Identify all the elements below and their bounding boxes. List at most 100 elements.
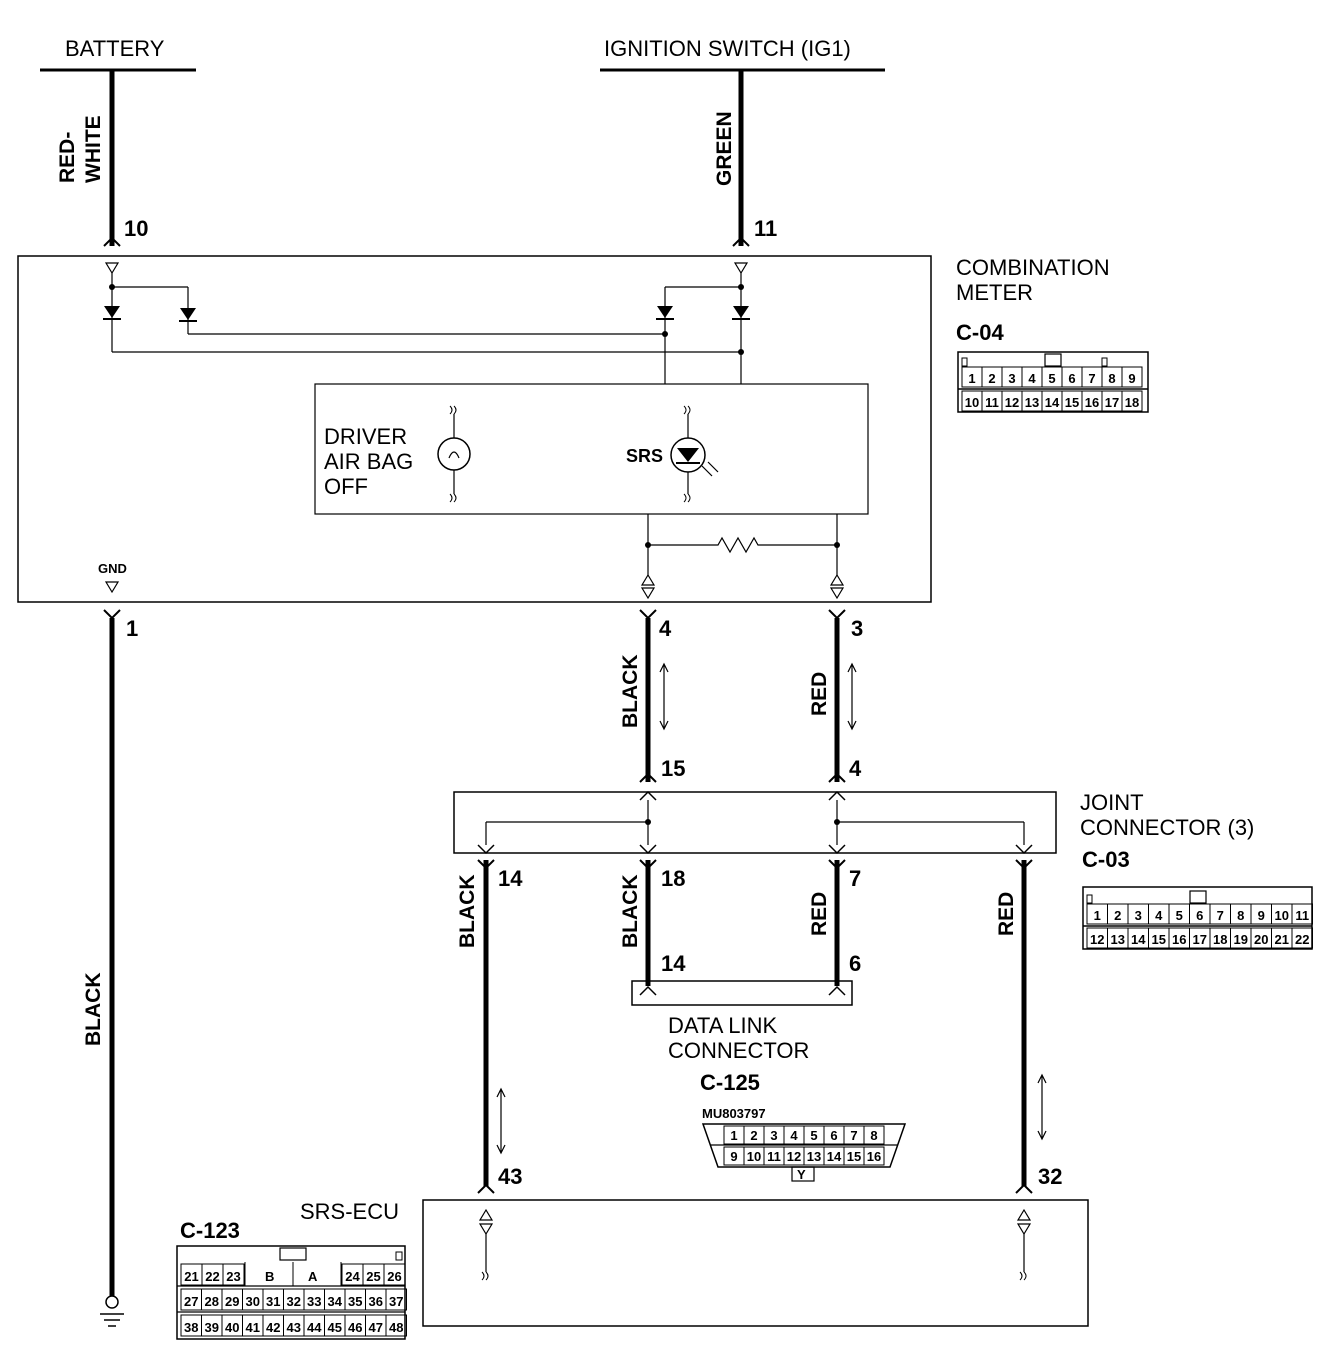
- wire-label-red: RED-: [56, 132, 79, 183]
- pin-joint-14: 14: [498, 866, 523, 891]
- c03-pin-3: 3: [1135, 908, 1142, 923]
- wire-label-red-3: RED: [995, 892, 1018, 936]
- bidirectional-arrow-icon: [496, 1087, 506, 1155]
- pin-joint-15: 15: [661, 756, 685, 781]
- wire-meter3-joint4: 3 4 RED: [808, 609, 863, 783]
- wire-label-black-3: BLACK: [619, 875, 642, 949]
- c123-pin-48: 48: [389, 1320, 403, 1335]
- pin-joint-4: 4: [849, 756, 862, 781]
- c03-pin-21: 21: [1275, 932, 1289, 947]
- combination-meter: COMBINATION METER C-04 DRIVER AIR BAG OF…: [17, 255, 1110, 603]
- ignition-source: IGNITION SWITCH (IG1): [600, 36, 885, 72]
- srs-ecu: SRS-ECU C-123: [180, 1199, 1089, 1327]
- c04-pin-7: 7: [1088, 371, 1095, 386]
- c123-pin-26: 26: [387, 1269, 401, 1284]
- c125-pin-3: 3: [770, 1128, 777, 1143]
- c125-pin-1: 1: [730, 1128, 737, 1143]
- c04-pin-12: 12: [1005, 395, 1019, 410]
- wire-meter4-joint15: 4 15 BLACK: [619, 609, 685, 783]
- c03-pin-9: 9: [1258, 908, 1265, 923]
- battery-source: BATTERY: [40, 36, 196, 72]
- wire-ignition: GREEN 11: [713, 70, 777, 247]
- dlc-title-2: CONNECTOR: [668, 1038, 809, 1063]
- srs-ecu-title: SRS-ECU: [300, 1199, 399, 1224]
- c123-pin-29: 29: [225, 1294, 239, 1309]
- srs-ecu-code: C-123: [180, 1218, 240, 1243]
- c123-pin-46: 46: [348, 1320, 362, 1335]
- c123-cell: [385, 1314, 407, 1337]
- wire-label-black-1: BLACK: [619, 655, 642, 729]
- c04-pin-8: 8: [1108, 371, 1115, 386]
- combination-meter-code: C-04: [956, 320, 1004, 345]
- c03-pin-10: 10: [1275, 908, 1289, 923]
- wire-label-black-2: BLACK: [456, 875, 479, 949]
- c123-pin-40: 40: [225, 1320, 239, 1335]
- wire-label-green: GREEN: [713, 111, 736, 186]
- c03-pin-17: 17: [1193, 932, 1207, 947]
- c03-pin-2: 2: [1114, 908, 1121, 923]
- c123-pin-33: 33: [307, 1294, 321, 1309]
- battery-label: BATTERY: [65, 36, 165, 61]
- pin-meter-4: 4: [659, 616, 672, 641]
- pin-dlc-6: 6: [849, 951, 861, 976]
- c123-cell: [383, 1263, 406, 1286]
- c03-pin-4: 4: [1155, 908, 1163, 923]
- c123-pin-34: 34: [328, 1294, 343, 1309]
- wire-joint14-ecu43: 14 43 BLACK: [456, 859, 523, 1194]
- c03-cell: [1291, 903, 1313, 925]
- c03-pin-13: 13: [1111, 932, 1125, 947]
- srs-label: SRS: [626, 446, 663, 466]
- c123-pin-47: 47: [369, 1320, 383, 1335]
- c125-pin-2: 2: [750, 1128, 757, 1143]
- c04-pin-4: 4: [1028, 371, 1036, 386]
- ignition-label: IGNITION SWITCH (IG1): [604, 36, 851, 61]
- wire-label-red-2: RED: [808, 892, 831, 936]
- joint-connector-code: C-03: [1082, 847, 1130, 872]
- gnd-label: GND: [98, 561, 127, 576]
- c125-pin-14: 14: [827, 1149, 842, 1164]
- c123-pin-43: 43: [287, 1320, 301, 1335]
- c04-pin-5: 5: [1048, 371, 1055, 386]
- wire-joint7-dlc6: 7 6 RED: [808, 859, 861, 986]
- c123-pin-21: 21: [184, 1269, 198, 1284]
- c123-pin-23: 23: [226, 1269, 240, 1284]
- wire-label-gnd: BLACK: [82, 973, 105, 1047]
- dlc-key-label: Y: [797, 1167, 806, 1182]
- combination-meter-title-2: METER: [956, 280, 1033, 305]
- c123-pin-30: 30: [246, 1294, 260, 1309]
- c123-pin-37: 37: [389, 1294, 403, 1309]
- c125-cell: [863, 1146, 885, 1166]
- c03-pin-8: 8: [1237, 908, 1244, 923]
- joint-connector: JOINT CONNECTOR (3) C-03: [453, 790, 1254, 872]
- wire-gnd: 1 BLACK: [82, 609, 138, 1327]
- wire-label-white: WHITE: [82, 115, 105, 183]
- c123-a: A: [308, 1269, 318, 1284]
- c03-pin-15: 15: [1152, 932, 1166, 947]
- c123-cell: [222, 1263, 245, 1286]
- c04-pin-1: 1: [968, 371, 975, 386]
- pin-11: 11: [754, 216, 777, 241]
- c03-pin-14: 14: [1131, 932, 1146, 947]
- c123-pin-38: 38: [184, 1320, 198, 1335]
- c03-pin-1: 1: [1094, 908, 1101, 923]
- c03-pin-12: 12: [1090, 932, 1104, 947]
- combination-meter-title: COMBINATION: [956, 255, 1110, 280]
- c123-pin-42: 42: [266, 1320, 280, 1335]
- pin-joint-18: 18: [661, 866, 685, 891]
- indicator-off: OFF: [324, 474, 368, 499]
- c04-pin-13: 13: [1025, 395, 1039, 410]
- dlc-part-number: MU803797: [702, 1106, 766, 1121]
- wire-joint18-dlc14: 18 14 BLACK: [619, 859, 686, 986]
- c125-pin-15: 15: [847, 1149, 861, 1164]
- c03-pin-18: 18: [1213, 932, 1227, 947]
- pin-joint-7: 7: [849, 866, 861, 891]
- joint-connector-title: JOINT: [1080, 790, 1144, 815]
- wire-battery: RED- WHITE 10: [56, 70, 148, 247]
- c125-pin-7: 7: [850, 1128, 857, 1143]
- c123-pin-27: 27: [184, 1294, 198, 1309]
- c03-pin-22: 22: [1295, 932, 1309, 947]
- c04-pin-10: 10: [965, 395, 979, 410]
